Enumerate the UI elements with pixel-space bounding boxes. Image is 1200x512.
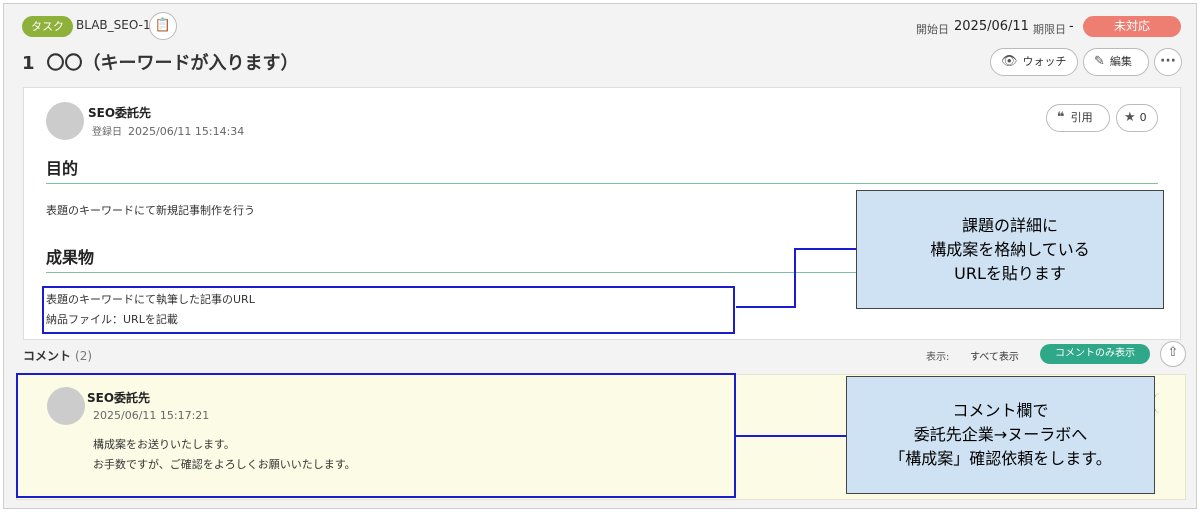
star-icon: ★ <box>1124 110 1136 125</box>
connector-line <box>794 248 857 250</box>
summary-text: 〇〇（キーワードが入ります） <box>46 53 299 74</box>
deliverable-text: 表題のキーワードにて執筆した記事のURL 納品ファイル：URLを記載 <box>46 290 255 330</box>
pencil-icon: ✎ <box>1094 54 1105 69</box>
comments-header: コメント(2) <box>23 347 92 364</box>
copy-key-button[interactable]: 📋 <box>149 12 177 40</box>
section-heading-purpose: 目的 <box>46 159 79 178</box>
star-count: 0 <box>1139 111 1147 124</box>
purpose-line: 表題のキーワードにて新規記事制作を行う <box>46 204 255 217</box>
issue-type-badge[interactable]: タスク <box>22 16 73 37</box>
page-title: 1 〇〇（キーワードが入ります） <box>22 49 299 75</box>
description-meta: 登録日 2025/06/11 15:14:34 <box>92 120 244 139</box>
comments-label: コメント <box>23 349 72 363</box>
display-filter-label: 表示: <box>926 352 950 363</box>
status-badge[interactable]: 未対応 <box>1083 16 1181 37</box>
registered-label: 登録日 <box>92 127 122 138</box>
section-divider <box>46 183 1158 184</box>
more-button[interactable]: ··· <box>1154 48 1182 76</box>
section-heading-deliverable: 成果物 <box>46 248 95 267</box>
purpose-text: 表題のキーワードにて新規記事制作を行う <box>46 201 255 221</box>
eye-icon: 👁 <box>1001 54 1018 69</box>
watch-label: ウォッチ <box>1022 55 1067 68</box>
section-divider <box>46 272 1158 273</box>
deliverable-line: 表題のキーワードにて執筆した記事のURL <box>46 293 255 306</box>
annotation-callout: 課題の詳細に 構成案を格納している URLを貼ります <box>856 190 1164 309</box>
deliverable-line: 納品ファイル：URLを記載 <box>46 313 178 326</box>
quote-icon: ❝ <box>1057 110 1065 125</box>
comment-menu-icon[interactable] <box>1153 393 1167 413</box>
callout-line: コメント欄で <box>952 401 1049 420</box>
callout-line: 「構成案」確認依頼をします。 <box>889 449 1112 468</box>
due-date-value: - <box>1069 19 1074 34</box>
description-author[interactable]: SEO委託先 <box>88 106 152 120</box>
quote-label: 引用 <box>1070 111 1093 124</box>
avatar <box>47 387 85 425</box>
connector-line <box>794 248 796 308</box>
avatar <box>46 102 84 140</box>
comment-line: お手数ですが、ご確認をよろしくお願いいたします。 <box>93 458 356 471</box>
comment-line: 構成案をお送りいたします。 <box>93 438 235 451</box>
summary-number: 1 <box>22 53 35 74</box>
highlight-box-deliverable <box>42 286 735 334</box>
callout-line: 委託先企業→ヌーラボへ <box>913 425 1088 444</box>
comment-body: 構成案をお送りいたします。 お手数ですが、ご確認をよろしくお願いいたします。 <box>93 435 356 475</box>
start-date-label: 開始日 <box>916 23 949 36</box>
clipboard-icon: 📋 <box>154 18 172 33</box>
show-all-filter[interactable]: すべて表示 <box>970 352 1019 363</box>
comment-author[interactable]: SEO委託先 <box>87 391 151 405</box>
quote-button[interactable]: ❝ 引用 <box>1046 104 1110 132</box>
callout-line: 構成案を格納している <box>930 239 1090 259</box>
edit-label: 編集 <box>1109 55 1132 68</box>
connector-line <box>736 306 796 308</box>
start-date-value: 2025/06/11 <box>954 19 1029 34</box>
ellipsis-icon: ··· <box>1160 53 1176 69</box>
show-comments-only-filter[interactable]: コメントのみ表示 <box>1040 344 1150 364</box>
due-date-label: 期限日 <box>1033 23 1066 36</box>
annotation-callout: コメント欄で 委託先企業→ヌーラボへ 「構成案」確認依頼をします。 <box>846 376 1155 494</box>
highlight-box-comment <box>16 373 736 498</box>
registered-at: 2025/06/11 15:14:34 <box>128 125 245 138</box>
scroll-top-button[interactable]: ⇧ <box>1160 341 1186 367</box>
watch-button[interactable]: 👁 ウォッチ <box>990 48 1078 76</box>
issue-key[interactable]: BLAB_SEO-1 <box>76 18 151 32</box>
star-button[interactable]: ★0 <box>1116 104 1158 132</box>
callout-line: 課題の詳細に <box>961 215 1058 235</box>
connector-line <box>736 435 847 437</box>
comment-timestamp: 2025/06/11 15:17:21 <box>93 409 210 422</box>
edit-button[interactable]: ✎ 編集 <box>1083 48 1149 76</box>
upload-icon: ⇧ <box>1167 345 1179 360</box>
comments-count: (2) <box>75 349 93 363</box>
callout-line: URLを貼ります <box>954 263 1066 283</box>
